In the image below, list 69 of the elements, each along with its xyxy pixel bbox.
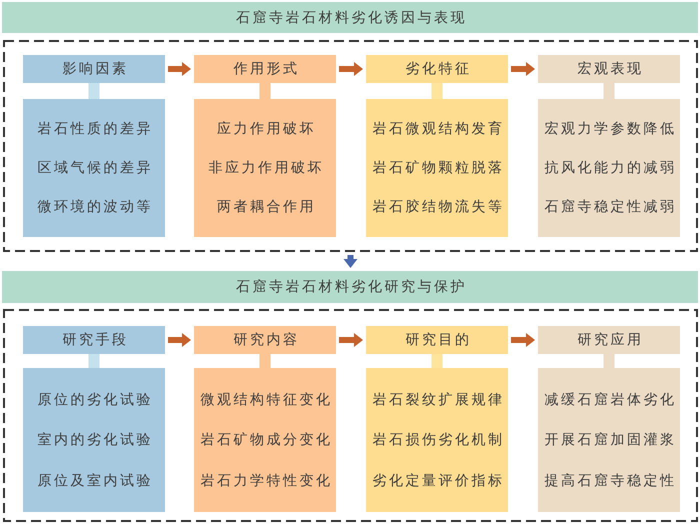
header-label: 宏观表现 xyxy=(576,60,644,78)
connector-bar xyxy=(432,83,442,99)
list-item-text: 开展石窟加固灌浆 xyxy=(543,431,676,449)
list-item-text: 原位的劣化试验 xyxy=(36,390,153,408)
dashed-frame xyxy=(3,40,698,252)
banner-title: 石窟寺岩石材料劣化研究与保护 xyxy=(234,278,467,296)
list-item-text: 抗风化能力的减弱 xyxy=(543,159,676,177)
arrow xyxy=(168,333,191,347)
list-item-text: 宏观力学参数降低 xyxy=(543,120,676,138)
arrow xyxy=(511,62,535,76)
content-box xyxy=(23,99,165,237)
list-item-text: 提高石窟寺稳定性 xyxy=(543,472,676,490)
title-banner xyxy=(2,2,698,33)
content-box xyxy=(366,99,508,237)
list-item-text: 岩石裂纹扩展规律 xyxy=(371,390,504,408)
list-item-text: 微观结构特征变化 xyxy=(199,390,332,408)
header-box xyxy=(194,55,336,83)
header-label: 劣化特征 xyxy=(404,60,472,78)
header-label: 研究目的 xyxy=(404,331,472,349)
list-item-text: 减缓石窟岩体劣化 xyxy=(543,390,676,408)
connector-bar xyxy=(88,354,100,368)
header-box xyxy=(538,326,680,354)
header-box xyxy=(194,326,336,354)
arrow xyxy=(511,333,535,347)
list-item-text: 岩石微观结构发育 xyxy=(371,120,504,138)
connector-bar xyxy=(432,354,442,368)
content-box xyxy=(194,99,336,237)
list-item-text: 应力作用破坏 xyxy=(216,120,316,138)
arrow xyxy=(339,62,363,76)
list-item-text: 微环境的波动等 xyxy=(36,198,153,216)
header-box xyxy=(366,55,508,83)
banner-title: 石窟寺岩石材料劣化诱因与表现 xyxy=(234,8,467,26)
list-item-text: 岩石矿物成分变化 xyxy=(199,431,332,449)
content-box xyxy=(23,368,165,512)
list-item-text: 劣化定量评价指标 xyxy=(371,472,504,490)
content-box xyxy=(366,368,508,512)
header-label: 研究手段 xyxy=(61,331,128,349)
list-item-text: 石窟寺稳定性减弱 xyxy=(543,198,676,216)
header-label: 影响因素 xyxy=(61,60,128,78)
arrow xyxy=(344,255,358,268)
content-box xyxy=(194,368,336,512)
header-box xyxy=(538,55,680,83)
dashed-frame xyxy=(3,309,698,522)
list-item-text: 两者耦合作用 xyxy=(216,198,316,216)
list-item-text: 岩石胶结物流失等 xyxy=(371,198,504,216)
content-box xyxy=(538,368,680,512)
content-box xyxy=(538,99,680,237)
header-box xyxy=(23,326,165,354)
header-label: 作用形式 xyxy=(232,60,300,78)
connector-bar xyxy=(604,83,614,99)
list-item-text: 岩石损伤劣化机制 xyxy=(371,431,504,449)
connector-bar xyxy=(604,354,614,368)
arrow xyxy=(339,333,363,347)
list-item-text: 岩石性质的差异 xyxy=(36,120,153,138)
list-item-text: 原位及室内试验 xyxy=(36,472,153,490)
title-banner xyxy=(2,271,698,303)
arrow xyxy=(168,62,191,76)
header-box xyxy=(366,326,508,354)
connector-bar xyxy=(88,83,100,99)
list-item-text: 室内的劣化试验 xyxy=(36,431,153,449)
list-item-text: 岩石矿物颗粒脱落 xyxy=(371,159,504,177)
list-item-text: 岩石力学特性变化 xyxy=(199,472,332,490)
header-label: 研究应用 xyxy=(576,331,644,349)
connector-bar xyxy=(260,354,270,368)
connector-bar xyxy=(260,83,270,99)
list-item-text: 非应力作用破坏 xyxy=(208,159,324,177)
header-box xyxy=(23,55,165,83)
header-label: 研究内容 xyxy=(232,331,300,349)
list-item-text: 区域气候的差异 xyxy=(36,159,153,177)
